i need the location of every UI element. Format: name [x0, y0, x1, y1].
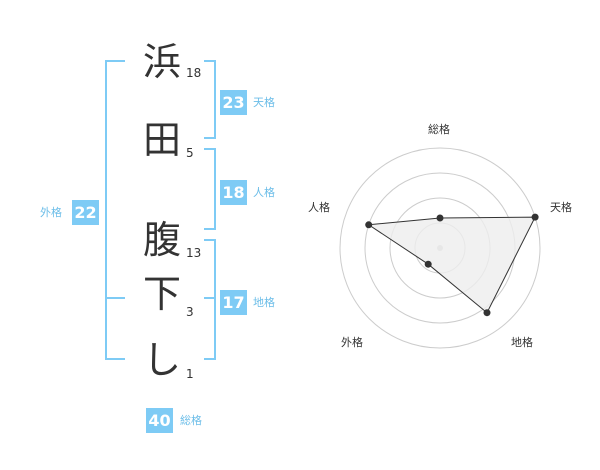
chikaku-inner-tick [204, 297, 216, 299]
gaikaku-value: 22 [72, 200, 99, 225]
radar-point [436, 214, 444, 222]
radar-axis-label-chikaku: 地格 [511, 336, 533, 349]
tenkaku-label: 天格 [253, 96, 275, 109]
stroke-count-2: 5 [186, 146, 194, 160]
jinkaku-value: 18 [220, 180, 247, 205]
radar-chart [339, 147, 541, 349]
radar-ring [339, 147, 541, 349]
stroke-count-4: 3 [186, 305, 194, 319]
gaikaku-bracket [105, 60, 125, 360]
radar-axis-label-gaikaku: 外格 [341, 336, 363, 349]
radar-polygon [367, 216, 536, 314]
name-char-2: 田 [142, 118, 181, 162]
radar-point [424, 260, 432, 268]
name-char-1: 浜 [142, 40, 181, 84]
name-char-5: し [142, 338, 181, 382]
name-char-3: 腹 [142, 218, 181, 262]
stroke-count-5: 1 [186, 367, 194, 381]
jinkaku-label: 人格 [253, 186, 275, 199]
jinkaku-bracket [204, 148, 216, 230]
stroke-count-1: 18 [186, 66, 202, 80]
radar-point [531, 213, 539, 221]
tenkaku-value: 23 [220, 90, 247, 115]
chikaku-label: 地格 [253, 296, 275, 309]
soukaku-value: 40 [146, 408, 173, 433]
tenkaku-bracket [204, 60, 216, 139]
radar-axis-label-jinkaku: 人格 [308, 201, 330, 214]
soukaku-label: 総格 [180, 414, 202, 427]
radar-point [483, 309, 491, 317]
radar-point [365, 221, 373, 229]
name-char-4: 下 [142, 272, 181, 316]
gaikaku-label: 外格 [40, 206, 62, 219]
stroke-count-3: 13 [186, 246, 202, 260]
radar-axis-label-tenkaku: 天格 [550, 201, 572, 214]
chikaku-bracket [204, 239, 216, 360]
radar-axis-label-soukaku: 総格 [428, 123, 450, 136]
gaikaku-inner-tick [105, 297, 125, 299]
chikaku-value: 17 [220, 290, 247, 315]
